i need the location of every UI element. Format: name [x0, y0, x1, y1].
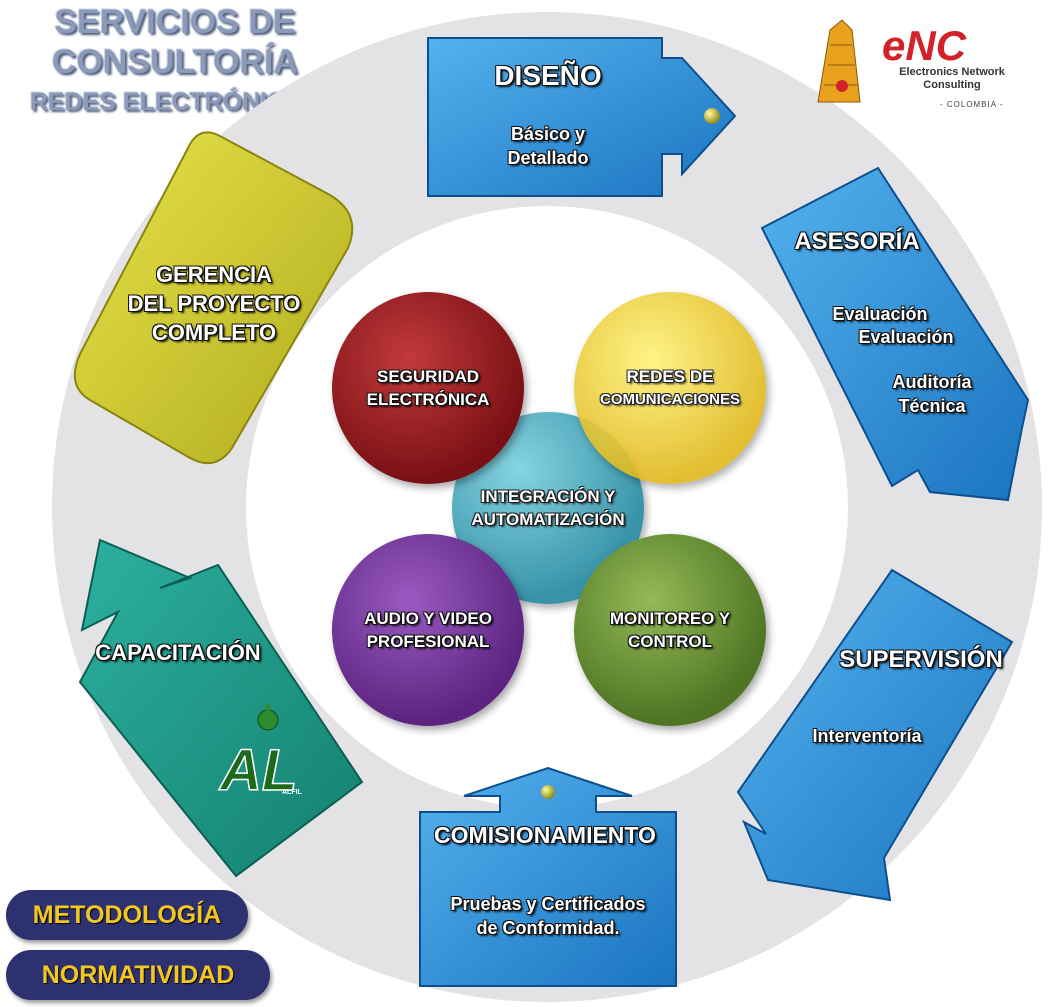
comisionamiento-title: COMISIONAMIENTO	[434, 822, 656, 848]
title-line-1: SERVICIOS DE	[54, 3, 296, 41]
alfil-logo: AL ALFIL	[217, 704, 303, 800]
circle-audio-line-1: AUDIO Y VIDEO	[364, 609, 492, 628]
gerencia-title: GERENCIA DEL PROYECTO COMPLETO	[104, 260, 324, 347]
asesoria-title: ASESORÍA	[794, 228, 920, 255]
diseno-shape	[427, 37, 737, 197]
circle-integracion-line-2: AUTOMATIZACIÓN	[471, 510, 625, 529]
enc-company-name: Electronics Network Consulting	[872, 66, 1032, 92]
comisionamiento-shape	[419, 766, 677, 987]
circle-seguridad-line-2: ELECTRÓNICA	[366, 390, 490, 409]
asesoria-line-1: Evaluación	[832, 304, 928, 324]
gerencia-line-1: GERENCIA	[155, 262, 273, 287]
circle-integracion-line-1: INTEGRACIÓN Y	[480, 487, 616, 506]
supervision-shape	[736, 568, 1014, 902]
comisionamiento-body: Pruebas y Certificados de Conformidad.	[420, 892, 676, 940]
circle-redes-line-2: COMUNICACIONES	[599, 391, 740, 408]
comisionamiento-line-2: de Conformidad.	[476, 918, 620, 938]
capacitacion-shape	[78, 538, 364, 878]
enc-company-line-2: Consulting	[923, 79, 981, 91]
supervision-title: SUPERVISIÓN	[839, 646, 1003, 673]
enc-country: - COLOMBIA -	[940, 100, 1004, 109]
enc-company-line-1: Electronics Network	[899, 66, 1005, 78]
page-title: SERVICIOS DE CONSULTORÍA	[10, 2, 340, 82]
asesoria-line-2: Evaluación	[858, 327, 954, 347]
gerencia-line-2: DEL PROYECTO	[127, 291, 301, 316]
circle-seguridad: SEGURIDAD ELECTRÓNICA	[332, 292, 524, 484]
diseno-body: Básico y Detallado	[458, 122, 638, 170]
asesoria-shape	[760, 166, 1030, 502]
metodologia-badge: METODOLOGÍA	[6, 890, 248, 940]
capacitacion-title: CAPACITACIÓN	[95, 640, 261, 665]
circle-monitoreo-line-1: MONITOREO Y	[609, 609, 731, 628]
gerencia-line-3: COMPLETO	[151, 320, 277, 345]
circle-monitoreo: MONITOREO Y CONTROL	[574, 534, 766, 726]
diseno-title: DISEÑO	[494, 60, 602, 91]
alfil-chess-piece-icon	[257, 704, 279, 731]
circle-audio-line-2: PROFESIONAL	[366, 632, 490, 651]
alfil-caption: ALFIL	[282, 789, 303, 796]
circle-redes-line-1: REDES DE	[626, 367, 714, 386]
gerencia-shape	[73, 131, 354, 465]
asesoria-line-3: Auditoría	[892, 372, 972, 392]
enc-wordmark: eNC	[882, 22, 967, 69]
circle-seguridad-line-1: SEGURIDAD	[376, 367, 479, 386]
enc-logo: eNC	[817, 19, 967, 103]
circle-redes: REDES DE COMUNICACIONES	[574, 292, 766, 484]
normatividad-badge: NORMATIVIDAD	[6, 950, 270, 1000]
supervision-line-1: Interventoría	[812, 726, 922, 746]
enc-tower-icon	[817, 19, 861, 103]
asesoria-line-4: Técnica	[898, 396, 966, 416]
comisionamiento-line-1: Pruebas y Certificados	[450, 894, 646, 914]
circle-monitoreo-line-2: CONTROL	[627, 632, 713, 651]
title-line-2: CONSULTORÍA	[51, 43, 299, 81]
alfil-mark: AL	[218, 738, 297, 800]
diseno-line-1: Básico y	[510, 124, 586, 144]
circle-audio: AUDIO Y VIDEO PROFESIONAL	[332, 534, 524, 726]
diseno-line-2: Detallado	[507, 148, 589, 168]
